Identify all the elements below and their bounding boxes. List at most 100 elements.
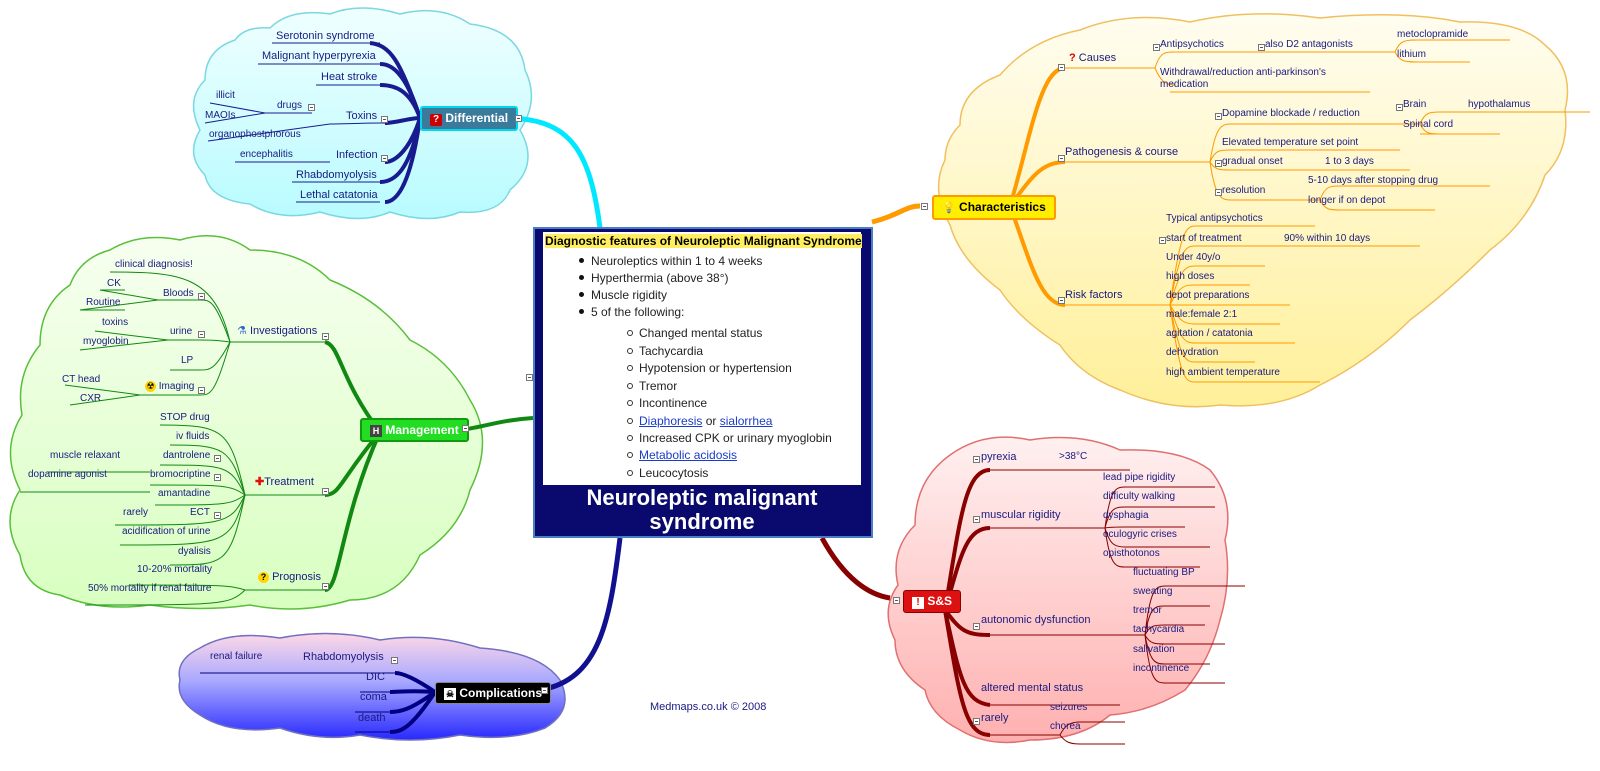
toggle[interactable] (198, 293, 205, 300)
diff-infection[interactable]: Infection (336, 149, 378, 161)
ss-38c[interactable]: >38°C (1059, 451, 1088, 462)
mgmt-mort[interactable]: 10-20% mortality (137, 564, 213, 575)
mgmt-ck[interactable]: CK (107, 278, 121, 289)
char-brain[interactable]: Brain (1403, 99, 1427, 110)
mgmt-rarely[interactable]: rarely (123, 507, 149, 518)
diff-serotonin[interactable]: Serotonin syndrome (276, 30, 375, 42)
toggle[interactable] (973, 623, 980, 630)
diaphoresis-link[interactable]: Diaphoresis (639, 414, 703, 428)
toggle[interactable] (1058, 64, 1065, 71)
char-metoclopramide[interactable]: metoclopramide (1397, 29, 1469, 40)
char-typical[interactable]: Typical antipsychotics (1166, 213, 1263, 224)
ss-toggle[interactable] (893, 597, 900, 604)
char-dopamine[interactable]: Dopamine blockade / reduction (1222, 108, 1360, 119)
ss-saliv[interactable]: salivation (1133, 644, 1175, 655)
char-antipsych[interactable]: Antipsychotics (1160, 39, 1224, 50)
toggle[interactable] (198, 331, 205, 338)
mgmt-dantrolene[interactable]: dantrolene (163, 450, 211, 461)
ss-autonomic[interactable]: autonomic dysfunction (981, 614, 1091, 626)
mgmt-bloods[interactable]: Bloods (163, 288, 194, 299)
toggle[interactable] (973, 516, 980, 523)
central-node[interactable]: Diagnostic features of Neuroleptic Malig… (526, 227, 873, 538)
mgmt-stop[interactable]: STOP drug (160, 412, 210, 423)
ss-tachy[interactable]: tachycardia (1133, 624, 1185, 635)
toggle[interactable] (308, 104, 315, 111)
toggle[interactable] (1396, 104, 1403, 111)
differential-node[interactable]: ? Differential (420, 106, 519, 131)
ss-tremor[interactable]: tremor (1133, 605, 1162, 616)
char-lithium[interactable]: lithium (1397, 49, 1426, 60)
mgmt-treatment[interactable]: ✚Treatment (255, 476, 314, 488)
management-node[interactable]: H Management (360, 418, 469, 443)
ss-chorea[interactable]: chorea (1050, 721, 1081, 732)
ss-fluct[interactable]: fluctuating BP (1133, 567, 1195, 578)
char-causes[interactable]: ? Causes (1069, 52, 1117, 64)
char-510days[interactable]: 5-10 days after stopping drug (1308, 175, 1439, 186)
toggle[interactable] (391, 657, 398, 664)
mgmt-musclerelax[interactable]: muscle relaxant (50, 450, 121, 461)
complications-node[interactable]: ☠ Complications (435, 682, 552, 705)
toggle[interactable] (973, 456, 980, 463)
comp-dic[interactable]: DIC (366, 671, 385, 683)
char-13days[interactable]: 1 to 3 days (1325, 156, 1374, 167)
char-ambient[interactable]: high ambient temperature (1166, 367, 1280, 378)
char-gradual[interactable]: gradual onset (1222, 156, 1283, 167)
diff-catatonia[interactable]: Lethal catatonia (300, 189, 378, 201)
char-pathogenesis[interactable]: Pathogenesis & course (1065, 146, 1179, 158)
char-withdrawal[interactable]: Withdrawal/reduction anti-parkinson's (1160, 67, 1326, 78)
comp-rhabdo[interactable]: Rhabdomyolysis (303, 651, 384, 663)
ss-sweating[interactable]: sweating (1133, 586, 1173, 597)
char-spinal[interactable]: Spinal cord (1403, 119, 1454, 130)
diff-rhabdo[interactable]: Rhabdomyolysis (296, 169, 377, 181)
toggle[interactable] (322, 488, 329, 495)
mgmt-bromo[interactable]: bromocriptine (150, 469, 211, 480)
mgmt-dopamine[interactable]: dopamine agonist (28, 469, 107, 480)
ss-pyrexia[interactable]: pyrexia (981, 451, 1017, 463)
toggle[interactable] (1215, 113, 1222, 120)
mgmt-mort50[interactable]: 50% mortality if renal failure (88, 583, 212, 594)
char-resolution[interactable]: resolution (1222, 185, 1266, 196)
diff-organo[interactable]: organophostphorous (209, 129, 301, 140)
toggle[interactable] (214, 455, 221, 462)
char-depotprep[interactable]: depot preparations (1166, 290, 1250, 301)
comp-coma[interactable]: coma (360, 691, 387, 703)
char-90pct[interactable]: 90% within 10 days (1284, 233, 1371, 244)
diff-illicit[interactable]: illicit (216, 90, 235, 101)
mgmt-prognosis[interactable]: ? Prognosis (258, 572, 321, 583)
toggle[interactable] (322, 583, 329, 590)
ss-seizures[interactable]: seizures (1050, 702, 1088, 713)
characteristics-toggle[interactable] (921, 203, 928, 210)
mgmt-cthead[interactable]: CT head (62, 374, 101, 385)
mgmt-acid[interactable]: acidification of urine (122, 526, 211, 537)
char-risk[interactable]: Risk factors (1065, 289, 1123, 301)
ss-opisth[interactable]: opisthotonos (1103, 548, 1160, 559)
ss-incont[interactable]: incontinence (1133, 663, 1190, 674)
mgmt-dialysis[interactable]: dyalisis (178, 546, 211, 557)
differential-toggle[interactable] (515, 115, 522, 122)
mgmt-amantadine[interactable]: amantadine (158, 488, 211, 499)
comp-death[interactable]: death (358, 712, 386, 724)
ss-oculogyric[interactable]: oculogyric crises (1103, 529, 1177, 540)
mgmt-clinical[interactable]: clinical diagnosis! (115, 259, 193, 270)
diff-heatstroke[interactable]: Heat stroke (321, 71, 378, 83)
mgmt-toxins[interactable]: toxins (102, 317, 129, 328)
toggle[interactable] (381, 116, 388, 123)
mgmt-ivfluids[interactable]: iv fluids (176, 431, 210, 442)
diff-drugs[interactable]: drugs (277, 100, 303, 111)
char-start[interactable]: start of treatment (1166, 233, 1242, 244)
sialorrhea-link[interactable]: sialorrhea (719, 414, 773, 428)
char-setpoint[interactable]: Elevated temperature set point (1222, 137, 1359, 148)
diff-toxins[interactable]: Toxins (346, 110, 378, 122)
char-d2[interactable]: also D2 antagonists (1265, 39, 1353, 50)
char-malefemale[interactable]: male:female 2:1 (1166, 309, 1238, 320)
toggle[interactable] (214, 474, 221, 481)
ss-walking[interactable]: difficulty walking (1103, 491, 1176, 502)
collapse-toggle[interactable] (526, 374, 533, 381)
char-highdoses[interactable]: high doses (1166, 271, 1215, 282)
char-hypothalamus[interactable]: hypothalamus (1468, 99, 1531, 110)
mgmt-investigations[interactable]: ⚗ Investigations (237, 325, 318, 337)
diff-hyperpyrexia[interactable]: Malignant hyperpyrexia (262, 50, 376, 62)
management-toggle[interactable] (462, 425, 469, 432)
ss-leadpipe[interactable]: lead pipe rigidity (1103, 472, 1176, 483)
mgmt-urine[interactable]: urine (170, 326, 193, 337)
